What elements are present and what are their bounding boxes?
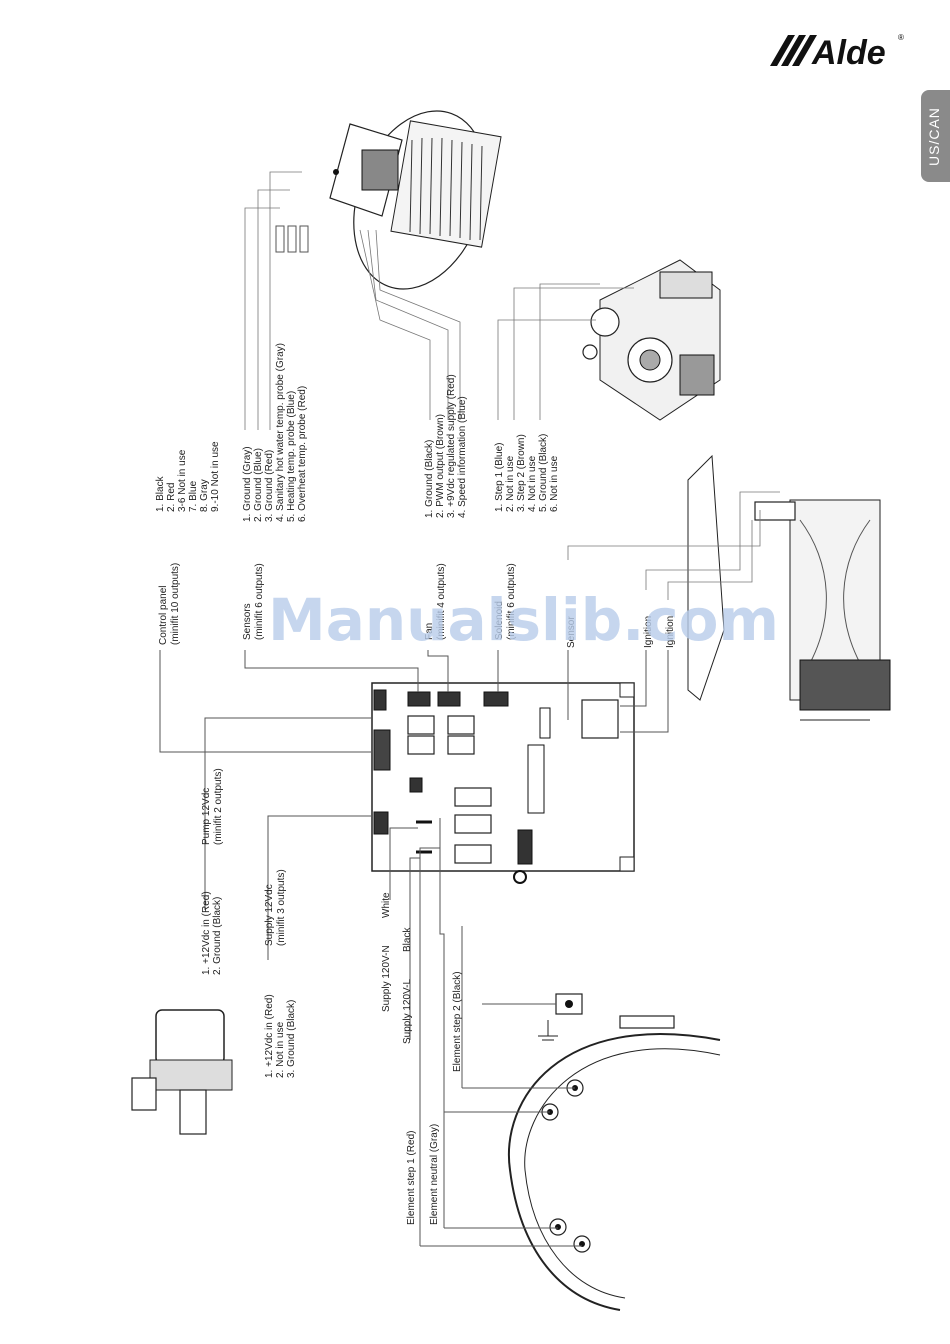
solenoid-pin: 3. Step 2 (Brown): [516, 434, 527, 512]
region-tab-label: US/CAN: [926, 107, 942, 166]
solenoid-pin: 1. Step 1 (Blue): [494, 443, 505, 512]
solenoid-sub: (minifit 6 outputs): [506, 563, 517, 640]
pump-sub: (minifit 2 outputs): [213, 768, 224, 845]
element-step2-label: Element step 2 (Black): [452, 971, 463, 1072]
supply-120v-n-label: Supply 120V-N: [381, 945, 392, 1012]
supply-12v-pin: 2. Not in use: [275, 1021, 286, 1078]
control-panel-pin: 1. Black: [155, 475, 166, 512]
logo-stripes-icon: [770, 35, 817, 66]
sensors-pin: 6. Overheat temp. probe (Red): [297, 386, 308, 522]
pump-title: Pump 12Vdc: [201, 788, 212, 845]
pins-sensors: 1. Ground (Gray) 2. Ground (Blue) 3. Gro…: [242, 343, 308, 522]
control-panel-pin: 7. Blue: [188, 480, 199, 512]
solenoid-pin: 4. Not in use: [527, 455, 538, 512]
label-sensors: Sensors (minifit 6 outputs): [242, 563, 265, 640]
registered-mark: ®: [898, 33, 904, 42]
fan-sub: (minifit 4 outputs): [436, 563, 447, 640]
label-control-panel: Control panel (minifit 10 outputs): [158, 563, 181, 645]
alde-logo: Alde ®: [770, 33, 904, 72]
control-panel-pin: 3-6 Not in use: [177, 449, 188, 512]
logo-text: Alde: [811, 34, 886, 72]
supply-12v-title: Supply 12Vdc: [264, 884, 275, 946]
sensors-pin: 5. Heating temp. probe (Blue): [286, 391, 297, 522]
watermark: Manualslib.com: [268, 586, 779, 654]
label-supply-12v: Supply 12Vdc (minifit 3 outputs) 1. +12V…: [264, 869, 297, 1078]
supply-12v-sub: (minifit 3 outputs): [276, 869, 287, 946]
supply-12v-pin: 3. Ground (Black): [286, 1000, 297, 1078]
thermostat-icon: [555, 993, 583, 1015]
element-terminal-icon: [541, 1079, 591, 1253]
sensors-pin: 2. Ground (Blue): [253, 448, 264, 522]
sensor-label: Sensor: [566, 616, 577, 648]
ignition-label-2: Ignition: [665, 616, 676, 648]
blower-fan-icon: [329, 110, 502, 290]
region-tab[interactable]: US/CAN: [921, 90, 950, 182]
solenoid-pin: 5. Ground (Black): [538, 434, 549, 512]
pins-solenoid: 1. Step 1 (Blue) 2. Not in use 3. Step 2…: [494, 434, 560, 512]
gas-valve-icon: [582, 259, 721, 421]
sensors-pin: 3. Ground (Red): [264, 450, 275, 522]
pins-fan: 1. Ground (Black) 2. PWM output (Brown) …: [424, 374, 468, 518]
pins-control-panel: 1. Black 2. Red 3-6 Not in use 7. Blue 8…: [155, 441, 221, 512]
sensors-title: Sensors: [242, 603, 253, 640]
label-pump: Pump 12Vdc (minifit 2 outputs) 1. +12Vdc…: [201, 768, 224, 975]
sensors-pin: 4. Sanitary hot water temp. probe (Gray): [275, 343, 286, 522]
control-panel-title: Control panel: [158, 586, 169, 645]
fan-pin: 2. PWM output (Brown): [435, 414, 446, 518]
burner-icon: [687, 454, 891, 721]
control-panel-pin: 9.-10 Not in use: [210, 441, 221, 512]
solenoid-pin: 2. Not in use: [505, 455, 516, 512]
fan-title: Fan: [424, 623, 435, 640]
supply-120v-n-color: White: [381, 892, 392, 918]
control-panel-pin: 8. Gray: [199, 479, 210, 512]
solenoid-title: Solenoid: [494, 601, 505, 640]
ground-symbol-icon: [538, 1020, 558, 1041]
sensors-sub: (minifit 6 outputs): [254, 563, 265, 640]
pump-pin: 2. Ground (Black): [212, 897, 223, 975]
fan-pin: 1. Ground (Black): [424, 440, 435, 518]
fan-pin: 3. +9Vdc regulated supply (Red): [446, 374, 457, 518]
ignition-label-1: Ignition: [643, 616, 654, 648]
control-board: [371, 682, 635, 884]
pump-icon: [131, 1009, 233, 1135]
pump-pin: 1. +12Vdc in (Red): [201, 891, 212, 975]
sensors-pin: 1. Ground (Gray): [242, 446, 253, 522]
label-fan: Fan (minifit 4 outputs): [424, 563, 447, 640]
element-neutral-label: Element neutral (Gray): [429, 1124, 440, 1225]
control-panel-sub: (minifit 10 outputs): [170, 563, 181, 645]
solenoid-pin: 6. Not in use: [549, 455, 560, 512]
element-step1-label: Element step 1 (Red): [406, 1131, 417, 1226]
heating-element-icon: [508, 993, 721, 1311]
control-panel-pin: 2. Red: [166, 483, 177, 512]
label-solenoid: Solenoid (minifit 6 outputs): [494, 563, 517, 640]
supply-120v-l-label: Supply 120V-L: [402, 979, 413, 1044]
supply-120v-l-color: Black: [402, 927, 413, 952]
supply-12v-pin: 1. +12Vdc in (Red): [264, 994, 275, 1078]
fan-pin: 4. Speed information (Blue): [457, 396, 468, 518]
wires: [159, 171, 780, 1247]
